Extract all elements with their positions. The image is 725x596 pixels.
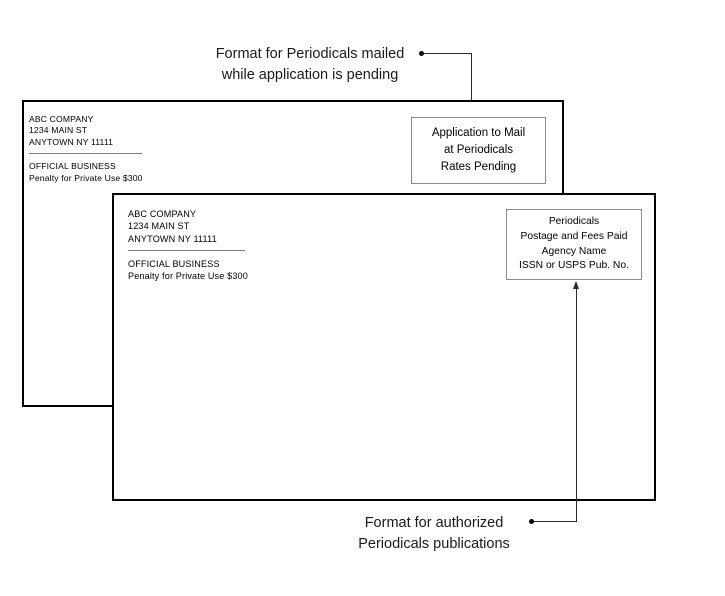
bottom-caption-line-1: Format for authorized bbox=[364, 515, 504, 531]
envelope-authorized: ABC COMPANY 1234 MAIN ST ANYTOWN NY 1111… bbox=[112, 193, 656, 501]
address-line-3: ANYTOWN NY 11111 bbox=[29, 136, 114, 147]
address-divider-rule bbox=[128, 249, 245, 251]
endorsement-line-1: OFFICIAL BUSINESS bbox=[29, 161, 116, 172]
imprint-line-4: ISSN or USPS Pub. No. bbox=[519, 260, 629, 272]
address-line-2: 1234 MAIN ST bbox=[29, 125, 88, 136]
address-divider-rule bbox=[29, 153, 142, 155]
address-line-3: ANYTOWN NY 11111 bbox=[128, 233, 217, 244]
address-line-2: 1234 MAIN ST bbox=[128, 221, 190, 232]
imprint-line-1: Application to Mail bbox=[431, 127, 526, 139]
address-line-1: ABC COMPANY bbox=[128, 209, 197, 219]
imprint-line-2: at Periodicals bbox=[443, 144, 514, 156]
imprint-line-3: Rates Pending bbox=[440, 161, 517, 173]
imprint-periodicals-authorized: Periodicals Postage and Fees Paid Agency… bbox=[506, 209, 642, 280]
endorsement-line-1: OFFICIAL BUSINESS bbox=[128, 258, 220, 269]
return-address-pending: ABC COMPANY 1234 MAIN ST ANYTOWN NY 1111… bbox=[29, 114, 143, 184]
address-line-1: ABC COMPANY bbox=[29, 114, 94, 124]
top-caption-line-1: Format for Periodicals mailed bbox=[215, 46, 405, 62]
return-address-authorized: ABC COMPANY 1234 MAIN ST ANYTOWN NY 1111… bbox=[128, 208, 248, 282]
top-caption: Format for Periodicals mailed while appl… bbox=[203, 44, 417, 86]
imprint-line-1: Periodicals bbox=[548, 216, 600, 228]
imprint-line-2: Postage and Fees Paid bbox=[520, 230, 628, 242]
bottom-leader-arrowhead bbox=[573, 281, 579, 289]
bottom-leader-horizontal bbox=[534, 521, 577, 522]
top-leader-vertical bbox=[471, 53, 472, 110]
bottom-leader-vertical bbox=[576, 288, 577, 522]
top-caption-line-2: while application is pending bbox=[221, 67, 399, 83]
imprint-application-pending: Application to Mail at Periodicals Rates… bbox=[411, 117, 546, 184]
bottom-caption: Format for authorized Periodicals public… bbox=[341, 513, 527, 555]
bottom-caption-line-2: Periodicals publications bbox=[358, 536, 510, 552]
endorsement-line-2: Penalty for Private Use $300 bbox=[128, 271, 248, 282]
endorsement-line-2: Penalty for Private Use $300 bbox=[29, 172, 143, 183]
imprint-line-3: Agency Name bbox=[541, 245, 607, 257]
top-leader-horizontal bbox=[424, 53, 472, 54]
bottom-caption-bullet bbox=[529, 519, 534, 524]
top-caption-bullet bbox=[419, 51, 424, 56]
